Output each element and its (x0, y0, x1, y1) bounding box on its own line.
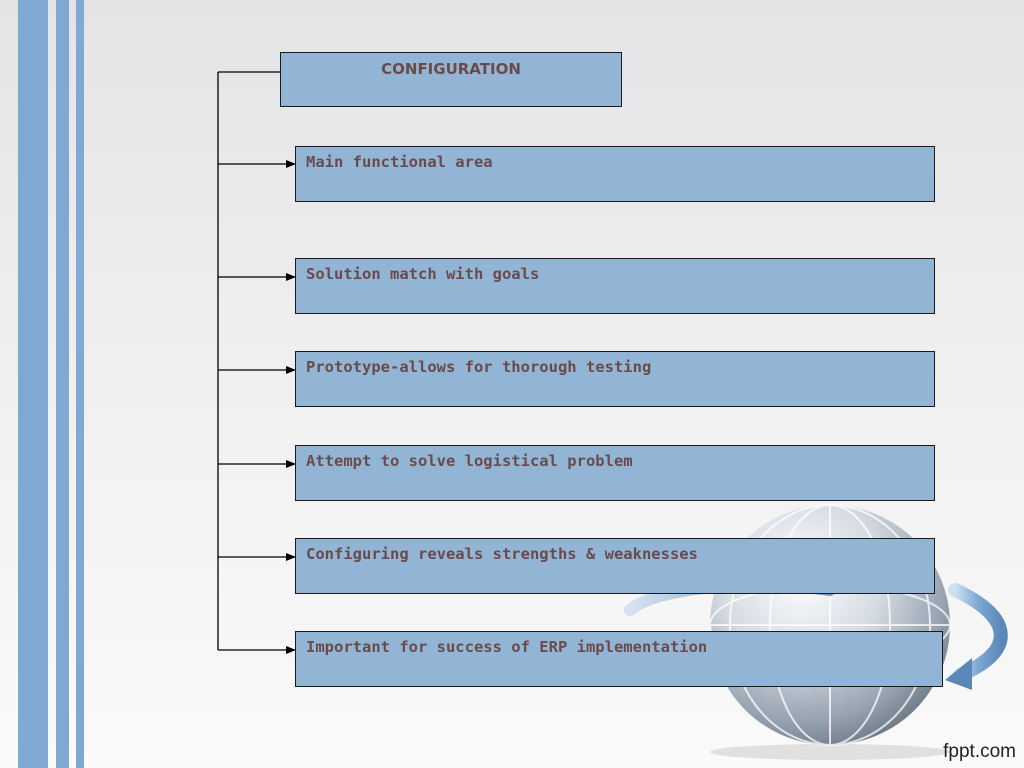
item-label: Configuring reveals strengths & weakness… (306, 545, 698, 563)
item-box-logistical-problem: Attempt to solve logistical problem (295, 445, 935, 501)
diagram-title: CONFIGURATION (381, 60, 521, 78)
item-label: Attempt to solve logistical problem (306, 452, 633, 470)
item-box-erp-success: Important for success of ERP implementat… (295, 631, 943, 687)
item-box-prototype: Prototype-allows for thorough testing (295, 351, 935, 407)
item-label: Main functional area (306, 153, 493, 171)
stripe (18, 0, 48, 768)
title-box: CONFIGURATION (280, 52, 622, 107)
item-box-strengths-weaknesses: Configuring reveals strengths & weakness… (295, 538, 935, 594)
footer-brand: fppt.com (943, 741, 1016, 762)
decorative-stripes (0, 0, 90, 768)
item-label: Prototype-allows for thorough testing (306, 358, 652, 376)
item-label: Important for success of ERP implementat… (306, 638, 708, 656)
item-box-solution-match: Solution match with goals (295, 258, 935, 314)
item-box-main-functional-area: Main functional area (295, 146, 935, 202)
item-label: Solution match with goals (306, 265, 540, 283)
stripe (56, 0, 69, 768)
stripe (76, 0, 84, 768)
